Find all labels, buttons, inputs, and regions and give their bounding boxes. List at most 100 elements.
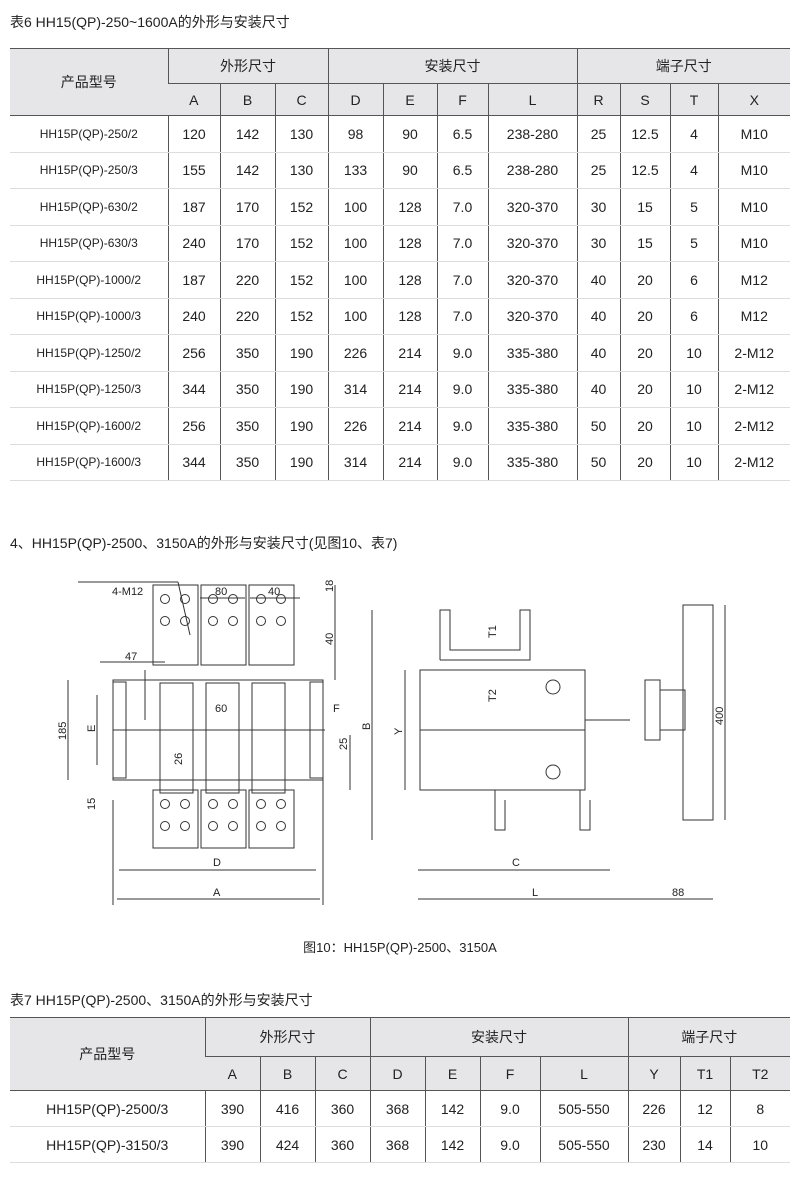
column-header: L xyxy=(487,83,577,116)
value-cell: 4 xyxy=(669,152,718,189)
value-cell: 344 xyxy=(167,371,220,408)
label-F: F xyxy=(333,703,340,715)
value-cell: 152 xyxy=(274,188,328,226)
value-cell: 320-370 xyxy=(487,188,577,226)
value-cell: 220 xyxy=(219,261,275,299)
value-cell: 7.0 xyxy=(436,188,488,226)
value-cell: 14 xyxy=(679,1126,730,1163)
value-cell: 256 xyxy=(167,334,220,372)
value-cell: 10 xyxy=(669,407,718,445)
value-cell: 50 xyxy=(576,444,620,481)
value-cell: 20 xyxy=(619,407,670,445)
value-cell: 8 xyxy=(729,1090,791,1127)
column-header: A xyxy=(205,1056,260,1091)
value-cell: 190 xyxy=(274,334,328,372)
column-header: D xyxy=(369,1056,425,1091)
value-cell: 344 xyxy=(167,444,220,481)
bolt-hole xyxy=(180,616,190,626)
value-cell: 128 xyxy=(382,225,437,262)
terminal-lug xyxy=(152,584,199,666)
bolt-hole xyxy=(160,616,170,626)
value-cell: 170 xyxy=(219,225,275,262)
value-cell: 9.0 xyxy=(436,407,488,445)
value-cell: 320-370 xyxy=(487,225,577,262)
value-cell: 100 xyxy=(327,188,383,226)
terminal-lug xyxy=(200,789,247,849)
value-cell: 142 xyxy=(424,1126,480,1163)
bolt-hole xyxy=(208,594,218,604)
side-view xyxy=(371,604,726,900)
value-cell: 320-370 xyxy=(487,298,577,335)
value-cell: 10 xyxy=(669,444,718,481)
value-cell: 368 xyxy=(369,1126,425,1163)
value-cell: 314 xyxy=(327,444,383,481)
value-cell: 238-280 xyxy=(487,152,577,189)
label-D: D xyxy=(213,857,221,869)
value-cell: 15 xyxy=(619,225,670,262)
value-cell: 240 xyxy=(167,298,220,335)
column-header: X xyxy=(717,83,790,116)
value-cell: 6 xyxy=(669,298,718,335)
value-cell: 350 xyxy=(219,334,275,372)
value-cell: 187 xyxy=(167,188,220,226)
group-header: 安装尺寸 xyxy=(369,1017,628,1057)
group-header: 外形尺寸 xyxy=(167,48,328,84)
model-cell: HH15P(QP)-1600/2 xyxy=(10,407,168,445)
value-cell: 100 xyxy=(327,298,383,335)
model-cell: HH15P(QP)-2500/3 xyxy=(10,1090,205,1127)
label-4-m12: 4-M12 xyxy=(112,586,143,598)
column-header: T2 xyxy=(729,1056,791,1091)
value-cell: 50 xyxy=(576,407,620,445)
column-header: F xyxy=(479,1056,540,1091)
value-cell: 4 xyxy=(669,115,718,153)
bolt-hole xyxy=(208,799,218,809)
terminal-lug xyxy=(152,789,199,849)
model-cell: HH15P(QP)-1000/2 xyxy=(10,261,168,299)
section-heading: 4、HH15P(QP)-2500、3150A的外形与安装尺寸(见图10、表7) xyxy=(10,535,398,551)
bolt-hole xyxy=(256,616,266,626)
column-header: F xyxy=(436,83,488,116)
value-cell: 133 xyxy=(327,152,383,189)
label-A: A xyxy=(213,887,221,899)
value-cell: 152 xyxy=(274,261,328,299)
value-cell: 152 xyxy=(274,225,328,262)
value-cell: 187 xyxy=(167,261,220,299)
value-cell: 226 xyxy=(327,407,383,445)
value-cell: 9.0 xyxy=(436,444,488,481)
bolt-hole xyxy=(228,594,238,604)
column-header: E xyxy=(382,83,437,116)
bolt-hole xyxy=(228,616,238,626)
value-cell: 152 xyxy=(274,298,328,335)
model-cell: HH15P(QP)-1000/3 xyxy=(10,298,168,335)
column-header: B xyxy=(259,1056,315,1091)
model-cell: HH15P(QP)-3150/3 xyxy=(10,1126,205,1163)
value-cell: 9.0 xyxy=(436,334,488,372)
value-cell: 90 xyxy=(382,152,437,189)
value-cell: 6.5 xyxy=(436,115,488,153)
value-cell: 335-380 xyxy=(487,371,577,408)
label-Y: Y xyxy=(393,727,405,735)
terminal-lug xyxy=(248,584,295,666)
label-B: B xyxy=(361,723,373,730)
group-header: 安装尺寸 xyxy=(327,48,577,84)
value-cell: 20 xyxy=(619,261,670,299)
column-header: E xyxy=(424,1056,480,1091)
value-cell: 226 xyxy=(327,334,383,372)
value-cell: 20 xyxy=(619,334,670,372)
model-header: 产品型号 xyxy=(10,48,168,116)
value-cell: 424 xyxy=(259,1126,315,1163)
value-cell: M12 xyxy=(717,261,790,299)
model-cell: HH15P(QP)-1250/2 xyxy=(10,334,168,372)
value-cell: 90 xyxy=(382,115,437,153)
column-header: T1 xyxy=(679,1056,730,1091)
bolt-hole xyxy=(276,821,286,831)
value-cell: 20 xyxy=(619,371,670,408)
value-cell: 9.0 xyxy=(436,371,488,408)
label-400: 400 xyxy=(714,707,726,725)
